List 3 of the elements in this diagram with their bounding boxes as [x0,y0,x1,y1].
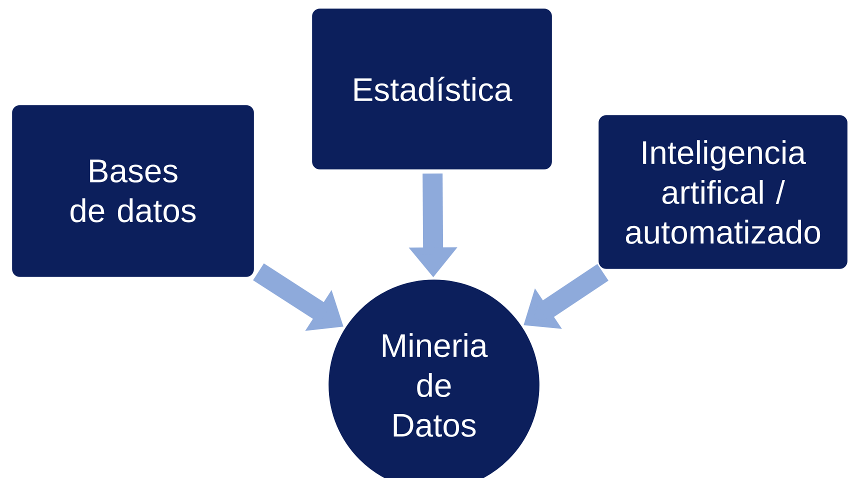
process-box: Estadística [310,7,554,171]
process-box: Inteligencia artifical / automatizado [597,114,849,270]
process-box: Bases de datos [10,104,256,278]
